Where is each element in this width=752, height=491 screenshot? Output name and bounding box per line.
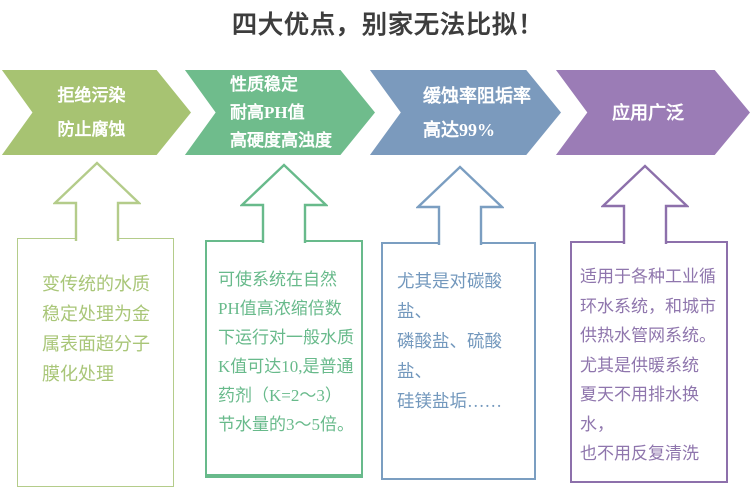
detail-text: 适用于各种工业循 环水系统，和城市 供热水管网系统。 尤其是供暖系统 夏天不用排… bbox=[580, 267, 716, 463]
detail-box: 尤其是对碳酸盐、 磷酸盐、硫酸盐、 硅镁盐垢…… bbox=[381, 242, 536, 480]
banner-label: 应用广泛 bbox=[612, 102, 684, 123]
detail-box: 适用于各种工业循 环水系统，和城市 供热水管网系统。 尤其是供暖系统 夏天不用排… bbox=[570, 241, 728, 483]
detail-text: 尤其是对碳酸盐、 磷酸盐、硫酸盐、 硅镁盐垢…… bbox=[397, 271, 502, 411]
banner-label: 性质稳定 耐高PH值 高硬度高浊度 bbox=[230, 74, 332, 150]
detail-text: 变传统的水质 稳定处理为金 属表面超分子 膜化处理 bbox=[42, 274, 150, 384]
up-arrow-icon bbox=[240, 163, 328, 243]
banner-chevron: 应用广泛 bbox=[555, 70, 750, 155]
detail-box: 变传统的水质 稳定处理为金 属表面超分子 膜化处理 bbox=[17, 238, 174, 487]
detail-text: 可使系统在自然 PH值高浓缩倍数 下运行对一般水质 K值可达10,是普通 药剂（… bbox=[218, 270, 354, 434]
banner-label: 缓蚀率阻垢率 高达99% bbox=[423, 85, 531, 140]
page-title: 四大优点，别家无法比拟！ bbox=[231, 12, 544, 39]
detail-box: 可使系统在自然 PH值高浓缩倍数 下运行对一般水质 K值可达10,是普通 药剂（… bbox=[205, 240, 363, 478]
banner-label: 拒绝污染 防止腐蚀 bbox=[57, 85, 126, 139]
banner-chevron: 性质稳定 耐高PH值 高硬度高浊度 bbox=[184, 70, 375, 155]
banner-chevron: 拒绝污染 防止腐蚀 bbox=[1, 70, 191, 155]
banner-chevron: 缓蚀率阻垢率 高达99% bbox=[369, 70, 561, 155]
up-arrow-icon bbox=[53, 161, 141, 241]
up-arrow-icon bbox=[601, 164, 689, 244]
up-arrow-icon bbox=[416, 165, 504, 245]
